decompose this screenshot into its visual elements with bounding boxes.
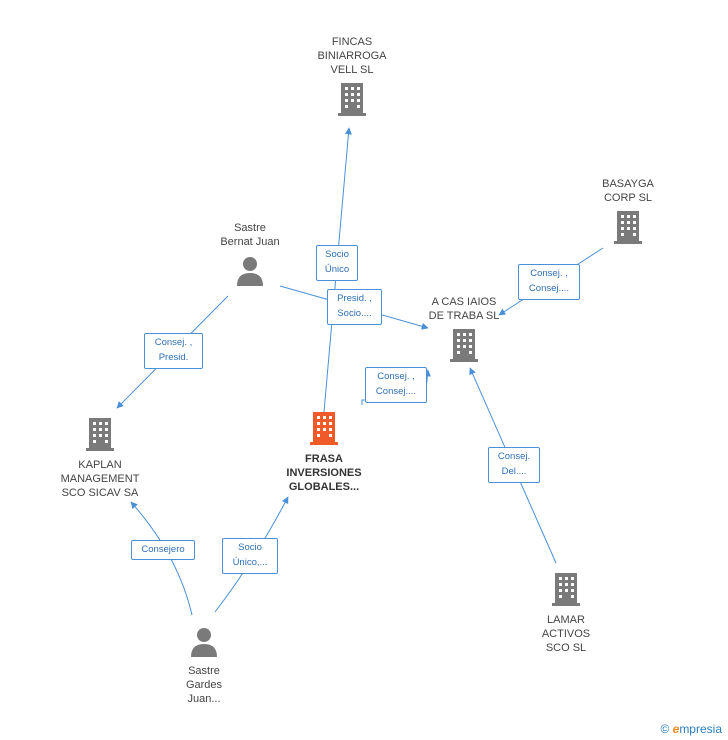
edge-label-presid-socio[interactable]: Presid. , Socio.... — [327, 289, 382, 325]
edge-label-socio-unico-gardes[interactable]: Socio Único,... — [222, 538, 278, 574]
building-icon — [338, 83, 366, 116]
node-label: Sastre Bernat Juan — [220, 222, 280, 248]
node-label: A CAS IAIOS DE TRABA SL — [428, 296, 500, 322]
node-label: KAPLAN MANAGEMENT SCO SICAV SA — [60, 459, 140, 499]
node-basayga[interactable]: BASAYGA CORP SL — [578, 177, 678, 249]
person-icon — [237, 257, 263, 286]
edge-label-socio-unico[interactable]: Socio Único — [316, 245, 358, 281]
copyright-symbol: © — [660, 722, 670, 736]
node-label: LAMAR ACTIVOS SCO SL — [541, 614, 591, 654]
brand-name: mpresia — [679, 722, 722, 736]
building-icon — [86, 418, 114, 451]
edge-label-consejero[interactable]: Consejero — [131, 540, 195, 560]
node-sastre-gardes[interactable]: Sastre Gardes Juan... — [154, 626, 254, 706]
edge-label-consej-del[interactable]: Consej. Del.... — [488, 447, 540, 483]
building-icon — [450, 329, 478, 362]
node-sastre-bernat[interactable]: Sastre Bernat Juan — [195, 221, 305, 291]
edge-label-consej-consej-frasa[interactable]: Consej. , Consej.... — [365, 367, 427, 403]
node-label: FINCAS BINIARROGA VELL SL — [317, 36, 387, 76]
building-icon — [310, 412, 338, 445]
node-kaplan[interactable]: KAPLAN MANAGEMENT SCO SICAV SA — [48, 416, 152, 500]
person-icon — [191, 628, 217, 657]
node-label: Sastre Gardes Juan... — [185, 665, 223, 705]
node-fincas[interactable]: FINCAS BINIARROGA VELL SL — [302, 35, 402, 121]
node-label: FRASA INVERSIONES GLOBALES... — [286, 453, 362, 493]
building-icon — [614, 211, 642, 244]
node-frasa[interactable]: FRASA INVERSIONES GLOBALES... — [272, 410, 376, 494]
brand-logo-initial: e — [672, 722, 680, 736]
edge-label-consej-presid[interactable]: Consej. , Presid. — [144, 333, 203, 369]
edge-label-consej-consej-basayga[interactable]: Consej. , Consej.... — [518, 264, 580, 300]
node-lamar[interactable]: LAMAR ACTIVOS SCO SL — [516, 571, 616, 655]
node-label: BASAYGA CORP SL — [602, 178, 654, 204]
building-icon — [552, 573, 580, 606]
node-acas[interactable]: A CAS IAIOS DE TRABA SL — [414, 295, 514, 367]
brand-mark: © empresia — [660, 722, 722, 736]
